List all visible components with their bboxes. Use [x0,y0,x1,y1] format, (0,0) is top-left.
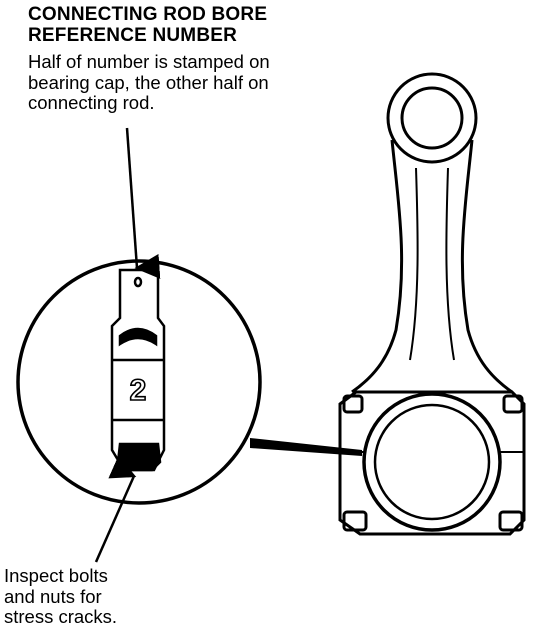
rod-beam [351,139,513,394]
reference-description: Half of number is stamped on bearing cap… [28,51,270,114]
reference-description-line: bearing cap, the other half on [28,71,269,93]
reference-title-line: REFERENCE NUMBER [28,25,238,47]
rod-nut-right [498,510,524,532]
magnifier-connector [250,438,362,456]
inspection-note-line: Inspect bolts [4,565,108,586]
reference-description-line: Half of number is stamped on [28,51,270,72]
rod-bolt-boss-right [502,394,524,414]
detail-magnifier: 2 [16,259,262,505]
inspection-note: Inspect bolts and nuts for stress cracks… [4,565,118,628]
detail-cap-split [118,327,158,347]
rod-beam-rib [409,167,455,361]
reference-description-line: connecting rod. [28,92,155,114]
detail-bolt-shank [110,268,166,472]
reference-arrow [125,127,161,279]
rod-big-end-bore [362,392,502,532]
inspection-note-line: and nuts for [4,585,102,607]
detail-bolt-hole [133,276,143,288]
rod-bolt-boss-left [342,394,364,414]
reference-title-line: CONNECTING ROD BORE [28,4,268,25]
connecting-rod [338,72,526,536]
inspection-arrow [94,455,137,563]
rod-nut-left [342,510,368,532]
inspection-note-line: stress cracks. [4,606,118,628]
detail-nut [116,442,162,472]
reference-title: CONNECTING ROD BORE REFERENCE NUMBER [28,4,267,47]
rod-big-end-bearing [373,403,491,521]
detail-stamped-number: 2 [130,374,147,407]
rod-small-end-bore [400,86,464,150]
